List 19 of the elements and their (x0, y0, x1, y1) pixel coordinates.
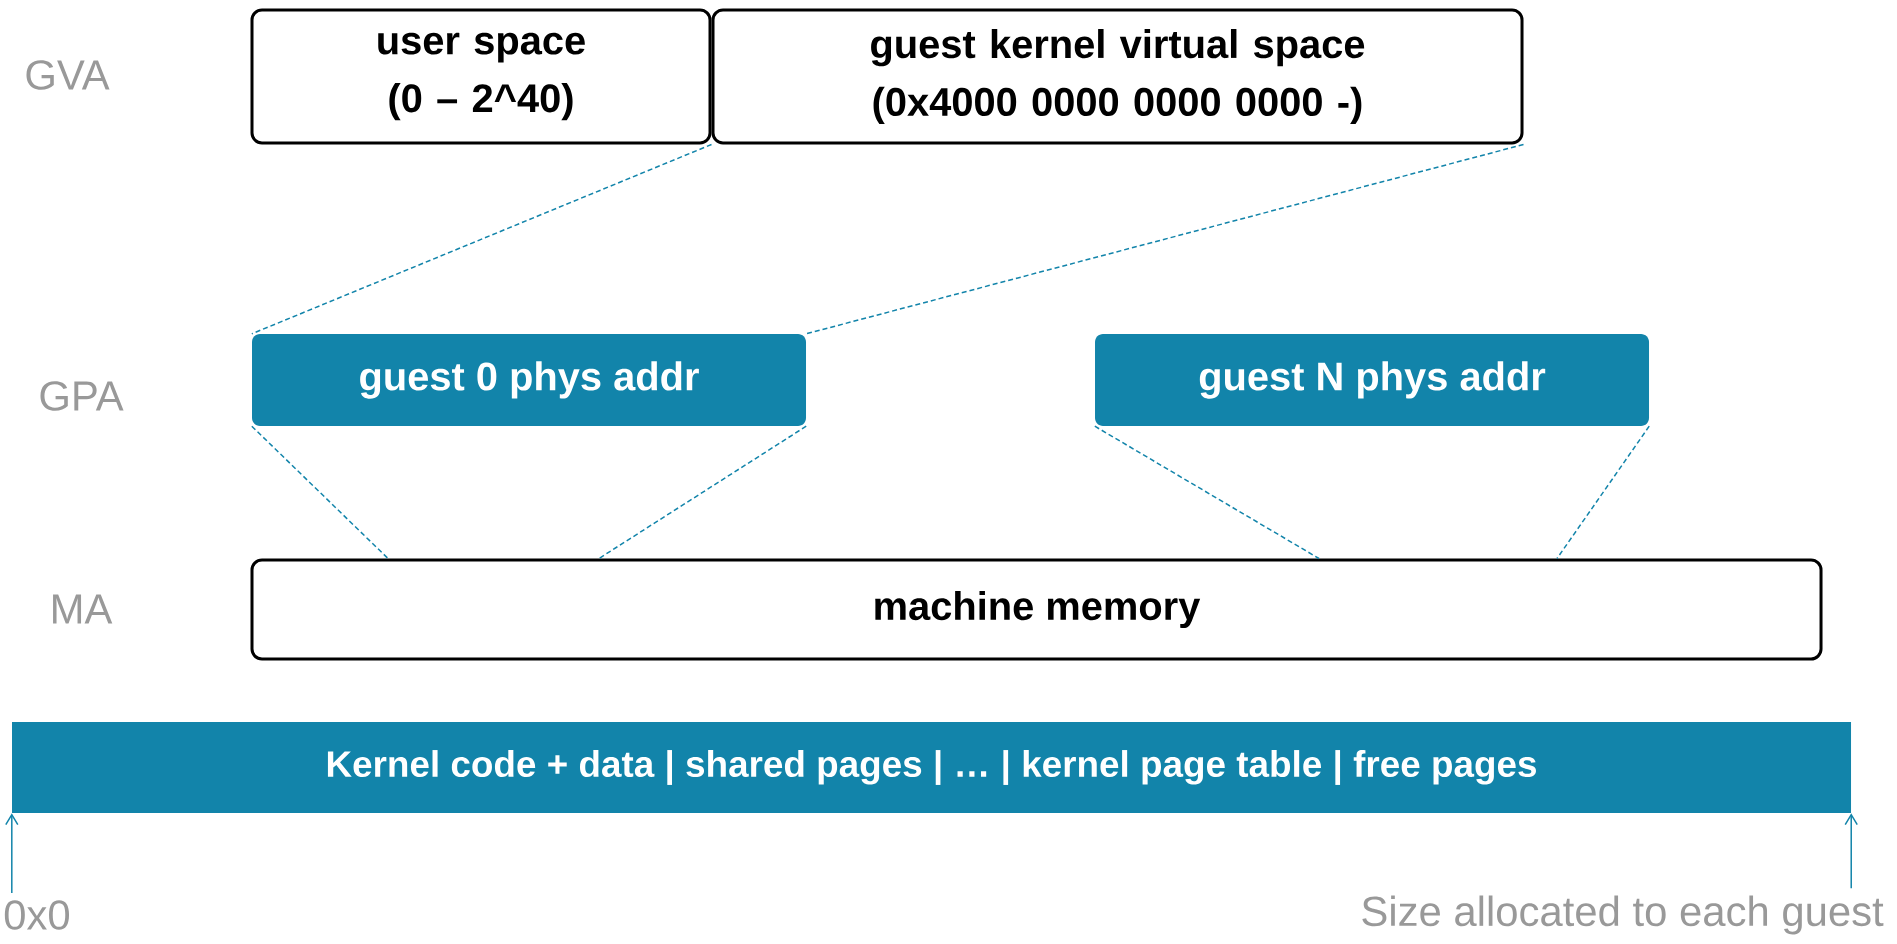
arrow (5, 813, 19, 894)
memory-box: user space (0 – 2^40) (250, 8, 712, 145)
mapping-line (251, 425, 389, 560)
address-box: guest N phys addr (1095, 334, 1649, 426)
axis-label: 0x0 (4, 900, 70, 930)
mapping-line (805, 143, 1525, 335)
memory-layout-bar: Kernel code + data | shared pages | … | kernel page table | free pages (12, 722, 1851, 813)
mapping-line (251, 143, 713, 335)
mapping-line (1094, 425, 1320, 560)
level-label: GPA (40, 381, 124, 411)
level-label: MA (53, 594, 113, 624)
arrow (1844, 813, 1858, 890)
axis-label: Size allocated to each guest (1362, 895, 1884, 935)
mapping-line (598, 425, 807, 560)
level-label: GVA (26, 60, 110, 90)
memory-box: guest kernel virtual space (0x4000 0000 0000 0000 -) (711, 8, 1524, 145)
address-box: guest 0 phys addr (252, 334, 806, 426)
mapping-line (1556, 425, 1650, 560)
memory-box: machine memory (250, 558, 1823, 661)
